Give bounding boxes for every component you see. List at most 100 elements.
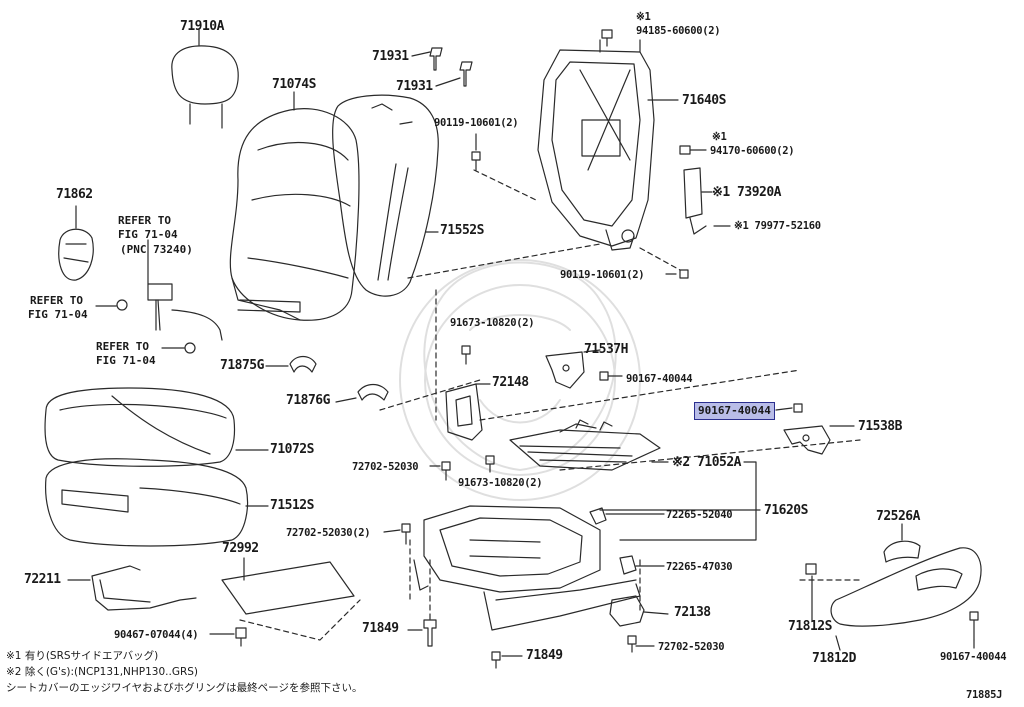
label-71849-a: 71849 (362, 621, 399, 636)
cover-72138-drawing (609, 595, 645, 627)
label-72702-b: 72702-52030(2) (286, 527, 371, 539)
bolt-90167b (969, 611, 979, 641)
label-72526A: 72526A (876, 509, 920, 524)
label-71072S: 71072S (270, 442, 314, 457)
seatback-pad-drawing (332, 94, 439, 297)
label-91673-b: 91673-10820(2) (458, 477, 543, 489)
label-90119-a: 90119-10601(2) (434, 117, 519, 129)
label-refer-top-2: FIG 71-04 (118, 228, 178, 241)
label-71862: 71862 (56, 187, 93, 202)
label-refer-top-1: REFER TO (118, 214, 171, 227)
seat-adjuster-drawing (413, 505, 641, 631)
bracket-71537H-drawing (545, 351, 585, 389)
label-71812S: 71812S (788, 619, 832, 634)
note-1: ※1 有り(SRSサイドエアバッグ) (6, 650, 159, 662)
label-71931-a: 71931 (372, 49, 409, 64)
side-shield-drawing (830, 547, 982, 627)
label-71812D: 71812D (812, 651, 856, 666)
clip-90467 (235, 627, 247, 647)
label-91673-a: 91673-10820(2) (450, 317, 535, 329)
bolt-72702c (627, 635, 637, 653)
clip-72265b (619, 555, 665, 575)
label-71875G: 71875G (220, 358, 264, 373)
wire-72211-drawing (91, 565, 197, 611)
bolt-91673a (461, 345, 471, 365)
seatback-cover-drawing (229, 108, 360, 321)
label-72702-c: 72702-52030 (658, 641, 725, 653)
label-90167-highlighted[interactable]: 90167-40044 (694, 402, 775, 420)
bolt-71849b (491, 651, 501, 669)
cushion-cover-drawing (44, 387, 236, 467)
label-94185: 94185-60600(2) (636, 25, 721, 37)
bolt-91673b (485, 455, 495, 473)
label-79977: ※1 79977-52160 (734, 220, 821, 232)
label-refer-top-3: (PNC 73240) (120, 243, 193, 256)
label-71849-b: 71849 (526, 648, 563, 663)
clip-71812-left (805, 563, 817, 575)
bolt-71849a (423, 619, 437, 647)
label-72265-b: 72265-47030 (666, 561, 733, 573)
bolt-94170 (679, 145, 691, 155)
label-71910A: 71910A (180, 19, 224, 34)
dashed-guides (239, 169, 861, 641)
seatback-frame-drawing (537, 39, 655, 251)
label-72211: 72211 (24, 572, 61, 587)
label-71931-b: 71931 (396, 79, 433, 94)
label-90119-b: 90119-10601(2) (560, 269, 645, 281)
spring-mat-drawing (509, 419, 661, 471)
leader-72702b (383, 529, 401, 533)
label-71620S: 71620S (764, 503, 808, 518)
bolt-72702b (401, 523, 411, 545)
label-71640S: 71640S (682, 93, 726, 108)
leader-90167hl (775, 407, 793, 411)
leader-71537H (583, 349, 601, 353)
label-refer-bottom-1: REFER TO (96, 340, 149, 353)
cushion-pad-drawing (45, 458, 249, 547)
label-72265-a: 72265-52040 (666, 509, 733, 521)
label-90167-b: 90167-40044 (940, 651, 1007, 663)
label-94170: 94170-60600(2) (710, 145, 795, 157)
label-refer-bottom-2: FIG 71-04 (96, 354, 156, 367)
clip-72265a (589, 507, 665, 525)
label-71552S: 71552S (440, 223, 484, 238)
knob-72526A-drawing (883, 540, 921, 563)
label-90467: 90467-07044(4) (114, 629, 199, 641)
leader-71812D (835, 635, 841, 651)
figure-id: 71885J (966, 689, 1003, 701)
leader-71931 (411, 51, 461, 87)
label-71512S: 71512S (270, 498, 314, 513)
headrest-drawing (171, 45, 239, 129)
label-72138: 72138 (674, 605, 711, 620)
leader-71052A-bracket (743, 461, 757, 511)
label-90167-a: 90167-40044 (626, 373, 693, 385)
label-73920A: ※1 73920A (712, 185, 782, 200)
headpad-71862-drawing (58, 228, 94, 281)
label-71537H: 71537H (584, 342, 628, 357)
clip-71931-drawing (429, 47, 473, 87)
bracket-71538B-drawing (783, 425, 831, 455)
bolt-90167a (599, 371, 623, 381)
label-71876G: 71876G (286, 393, 330, 408)
bracket-72148-drawing (445, 383, 483, 441)
label-mark-1a: ※1 (636, 11, 651, 23)
note-3: シートカバーのエッジワイヤおよびホグリングは最終ページを参照下さい。 (6, 682, 363, 694)
label-refer-left-2: FIG 71-04 (28, 308, 88, 321)
clip-71875G-drawing (289, 355, 317, 373)
leader-71876G (335, 397, 357, 403)
label-mark-1b: ※1 (712, 131, 727, 143)
label-refer-left-1: REFER TO (30, 294, 83, 307)
belt-anchor-drawing (116, 283, 223, 354)
bolt-90167hl (793, 403, 803, 413)
mat-72992-drawing (221, 561, 355, 615)
label-71052A: ※2 71052A (672, 455, 742, 470)
label-72702-a: 72702-52030 (352, 461, 419, 473)
leader-71620S (599, 509, 761, 541)
leader-72138 (643, 611, 669, 615)
label-71074S: 71074S (272, 77, 316, 92)
clip-71876G-drawing (357, 383, 389, 401)
label-72992: 72992 (222, 541, 259, 556)
side-airbag-drawing (683, 167, 707, 235)
label-72148: 72148 (492, 375, 529, 390)
bolt-94185 (601, 29, 613, 47)
